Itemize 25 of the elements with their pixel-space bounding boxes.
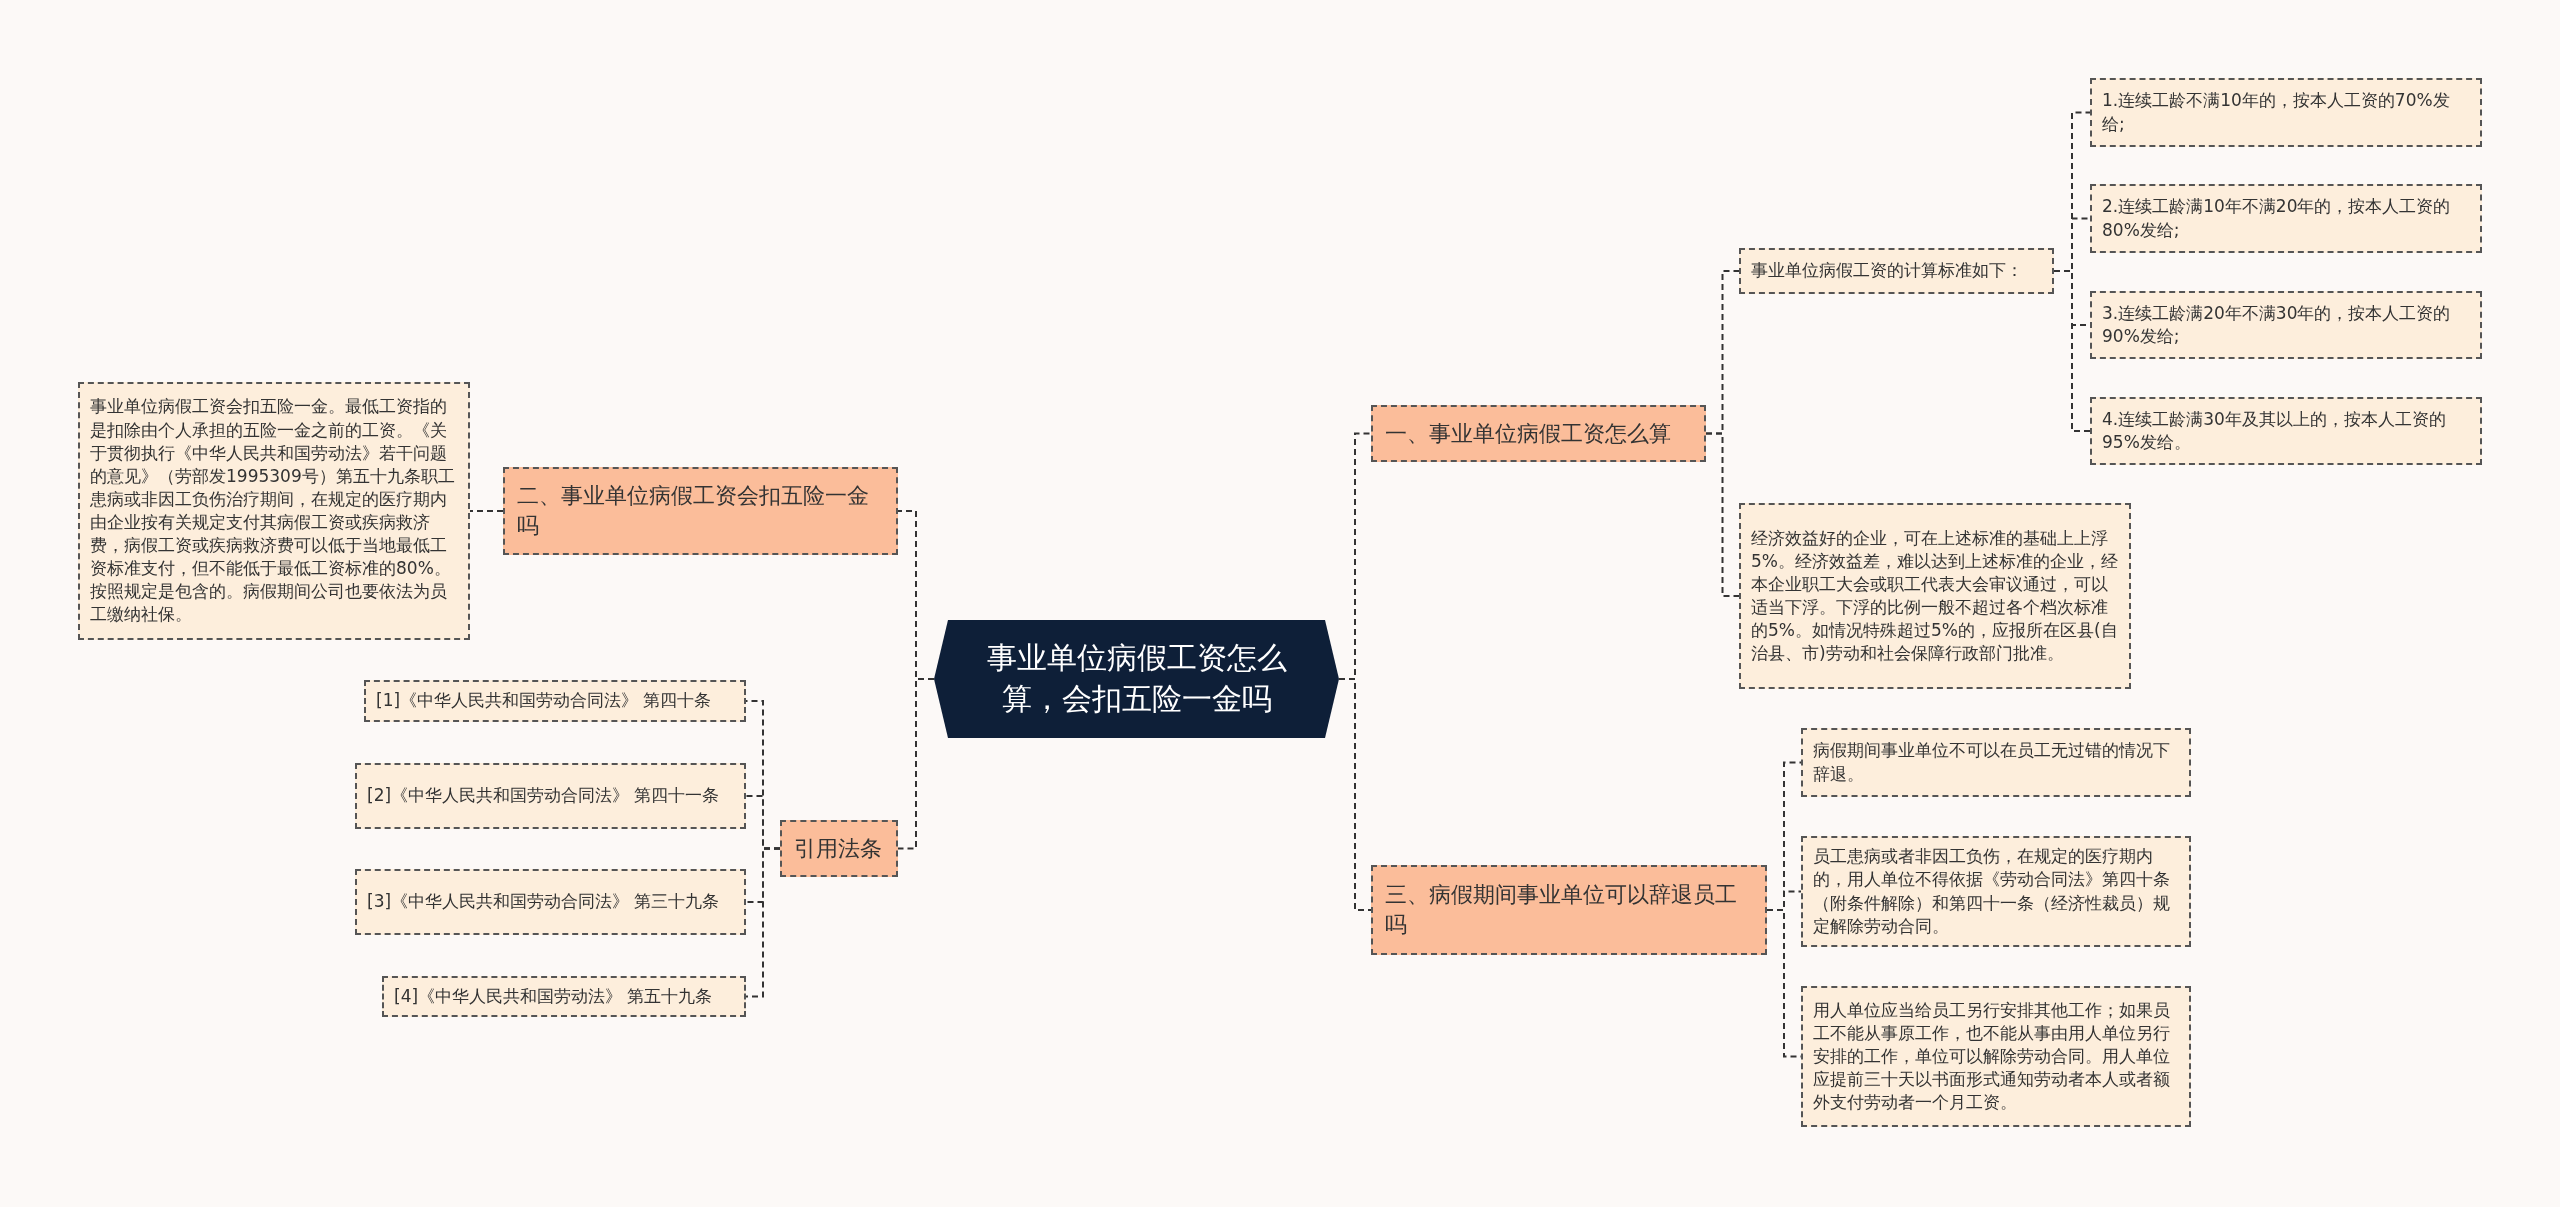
- connector-line: [469, 510, 504, 512]
- topic-box: 三、病假期间事业单位可以辞退员工吗: [1371, 865, 1767, 955]
- note-box: 2.连续工龄满10年不满20年的，按本人工资的80%发给;: [2090, 184, 2482, 253]
- connector-line: [1338, 678, 1372, 911]
- note-box: 员工患病或者非因工负伤，在规定的医疗期内的，用人单位不得依据《劳动合同法》第四十条（附条件解除）和第四十一条（经济性裁员）规定解除劳动合同。: [1801, 836, 2191, 947]
- topic-box: 引用法条: [780, 820, 898, 877]
- connector-line: [1705, 432, 1740, 597]
- connector-line: [2053, 270, 2091, 432]
- note-box: 1.连续工龄不满10年的，按本人工资的70%发给;: [2090, 78, 2482, 147]
- note-box: 经济效益好的企业，可在上述标准的基础上上浮5%。经济效益差，难以达到上述标准的企业，经本企业职工大会或职工代表大会审议通过，可以适当下浮。下浮的比例一般不超过各个档次标准的5%。如情况特殊超过5%的，应报所在区县(自治县、市)劳动和社会保障行政部门批准。: [1739, 503, 2131, 689]
- note-box: [4]《中华人民共和国劳动法》 第五十九条: [382, 976, 746, 1017]
- note-box: 事业单位病假工资会扣五险一金。最低工资指的是扣除由个人承担的五险一金之前的工资。《关于贯彻执行《中华人民共和国劳动法》若干问题的意见》（劳部发1995309号）第五十九条职工患病或非因工负伤治疗期间，在规定的医疗期内由企业按有关规定支付其病假工资或疾病救济费，病假工资或疾病救济费可以低于当地最低工资标准支付，但不能低于最低工资标准的80%。按照规定是包含的。病假期间公司也要依法为员工缴纳社保。: [78, 382, 470, 640]
- note-box: 病假期间事业单位不可以在员工无过错的情况下辞退。: [1801, 728, 2191, 797]
- note-box: 事业单位病假工资的计算标准如下：: [1739, 248, 2054, 294]
- note-box: 用人单位应当给员工另行安排其他工作；如果员工不能从事原工作，也不能从事由用人单位另行安排的工作，单位可以解除劳动合同。用人单位应提前三十天以书面形式通知劳动者本人或者额外支付劳动者一个月工资。: [1801, 986, 2191, 1127]
- connector-line: [897, 678, 935, 850]
- connector-line: [745, 847, 781, 998]
- note-box: [2]《中华人民共和国劳动合同法》 第四十一条: [355, 763, 746, 829]
- topic-box: 一、事业单位病假工资怎么算: [1371, 405, 1706, 462]
- note-box: [3]《中华人民共和国劳动合同法》 第三十九条: [355, 869, 746, 935]
- note-box: 3.连续工龄满20年不满30年的，按本人工资的90%发给;: [2090, 291, 2482, 359]
- note-box: 4.连续工龄满30年及其以上的，按本人工资的95%发给。: [2090, 397, 2482, 465]
- note-box: [1]《中华人民共和国劳动合同法》 第四十条: [364, 680, 746, 722]
- central-topic: 事业单位病假工资怎么算，会扣五险一金吗: [934, 620, 1339, 738]
- topic-box: 二、事业单位病假工资会扣五险一金吗: [503, 467, 898, 555]
